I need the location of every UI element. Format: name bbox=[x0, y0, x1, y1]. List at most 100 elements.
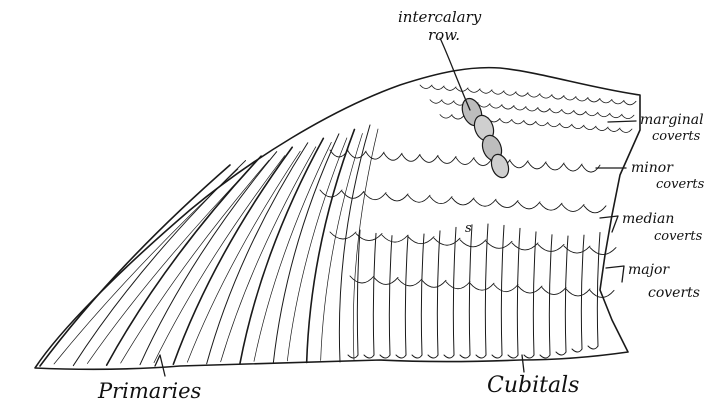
marginal-scallop bbox=[480, 90, 492, 94]
cubital-feather-tip bbox=[428, 355, 438, 358]
marginal-scallop bbox=[516, 93, 528, 97]
covert-scallop bbox=[434, 238, 460, 245]
marginal-scallop bbox=[596, 127, 608, 131]
covert-scallop bbox=[386, 194, 408, 201]
covert-scallop bbox=[564, 164, 582, 171]
marginal-scallop bbox=[468, 89, 480, 93]
covert-scallop bbox=[528, 162, 546, 169]
marginal-scallop bbox=[420, 85, 432, 89]
covert-scallop bbox=[494, 285, 518, 292]
marginal-scallop bbox=[444, 87, 456, 91]
covert-scallop bbox=[496, 201, 518, 208]
label-major-2: coverts bbox=[648, 285, 700, 301]
covert-scallop bbox=[374, 277, 398, 284]
cubital-feather bbox=[421, 234, 424, 355]
marginal-covert-scallops bbox=[420, 85, 636, 133]
marginal-scallop bbox=[432, 86, 444, 90]
cubital-feather bbox=[389, 236, 392, 355]
label-primaries: Primaries bbox=[97, 379, 202, 403]
marginal-scallop bbox=[588, 98, 600, 102]
covert-scallop bbox=[330, 232, 356, 239]
marginal-scallop bbox=[442, 101, 454, 105]
cubital-feather-tip bbox=[524, 355, 534, 358]
label-major-1: major bbox=[628, 262, 670, 278]
cubital-feather-tip bbox=[588, 346, 598, 349]
marginal-scallop bbox=[430, 100, 442, 104]
cubital-feather-tip bbox=[412, 355, 422, 358]
covert-scallop bbox=[452, 198, 474, 205]
marginal-scallop bbox=[598, 113, 610, 117]
leader-intercalary bbox=[440, 38, 470, 110]
cubital-feather bbox=[437, 231, 440, 355]
cubital-feather-tip bbox=[348, 355, 358, 358]
cubital-feather bbox=[549, 235, 552, 355]
marginal-scallop bbox=[526, 107, 538, 111]
marginal-scallop bbox=[548, 123, 560, 126]
cubital-feather bbox=[533, 232, 536, 355]
intercalary-row-feathers bbox=[459, 96, 512, 180]
covert-scallop bbox=[420, 155, 438, 162]
leader-marginal bbox=[608, 121, 636, 122]
covert-scallop bbox=[474, 159, 492, 166]
covert-scallop bbox=[460, 240, 486, 247]
marginal-scallop bbox=[608, 128, 620, 132]
covert-scallop bbox=[512, 243, 538, 250]
covert-scallop bbox=[518, 202, 540, 209]
cubital-feather-tip bbox=[492, 355, 502, 358]
marginal-scallop bbox=[512, 120, 524, 124]
covert-scallop bbox=[510, 161, 528, 168]
label-minor-1: minor bbox=[631, 160, 674, 176]
covert-scallop bbox=[546, 163, 564, 170]
label-intercalary-2: row. bbox=[428, 26, 460, 44]
covert-scallop bbox=[566, 289, 590, 296]
marginal-scallop bbox=[600, 99, 612, 103]
marginal-scallop bbox=[440, 115, 452, 119]
covert-scallop bbox=[366, 152, 384, 159]
label-minor-2: coverts bbox=[656, 177, 705, 192]
marginal-scallop bbox=[490, 105, 502, 109]
marginal-scallop bbox=[504, 92, 516, 96]
cubital-feather-tip bbox=[364, 355, 374, 358]
marginal-scallop bbox=[584, 126, 596, 129]
cubital-feather bbox=[405, 236, 408, 355]
covert-scallop bbox=[470, 283, 494, 290]
cubital-feather-tip bbox=[444, 355, 454, 358]
leader-major bbox=[606, 266, 624, 282]
marginal-scallop bbox=[572, 125, 584, 129]
covert-scallop bbox=[350, 276, 374, 283]
cubital-feather-tip bbox=[396, 355, 406, 358]
marginal-scallop bbox=[576, 97, 588, 101]
cubital-feather-tip bbox=[476, 355, 486, 358]
covert-scallop bbox=[542, 288, 566, 295]
cubital-feather bbox=[565, 236, 568, 352]
label-intercalary-1: intercalary bbox=[398, 8, 482, 26]
leader-cubitals bbox=[522, 355, 524, 372]
label-cubitals: Cubitals bbox=[487, 373, 579, 398]
covert-scallop bbox=[540, 203, 562, 210]
covert-scallop bbox=[564, 246, 590, 253]
primary-feather bbox=[40, 165, 230, 366]
cubital-feather bbox=[373, 233, 376, 355]
marginal-scallop bbox=[540, 95, 552, 99]
cubital-feather bbox=[453, 227, 456, 355]
marginal-scallop bbox=[550, 109, 562, 113]
marginal-scallop bbox=[552, 96, 564, 100]
label-s-mark: s bbox=[465, 221, 472, 236]
cubital-feather-tip bbox=[460, 355, 470, 358]
label-median-1: median bbox=[622, 211, 674, 227]
covert-scallop bbox=[320, 190, 342, 197]
primary-feather bbox=[273, 134, 339, 363]
covert-scallop bbox=[402, 154, 420, 161]
covert-scallop bbox=[408, 195, 430, 202]
covert-scallop bbox=[518, 286, 542, 293]
label-marginal-2: coverts bbox=[652, 129, 701, 144]
covert-scallop bbox=[364, 193, 386, 200]
marginal-scallop bbox=[536, 122, 548, 126]
marginal-scallop bbox=[624, 101, 636, 105]
primary-feather bbox=[240, 138, 323, 363]
marginal-scallop bbox=[502, 106, 514, 110]
marginal-scallop bbox=[538, 108, 550, 112]
cubital-feather-tip bbox=[572, 349, 582, 352]
